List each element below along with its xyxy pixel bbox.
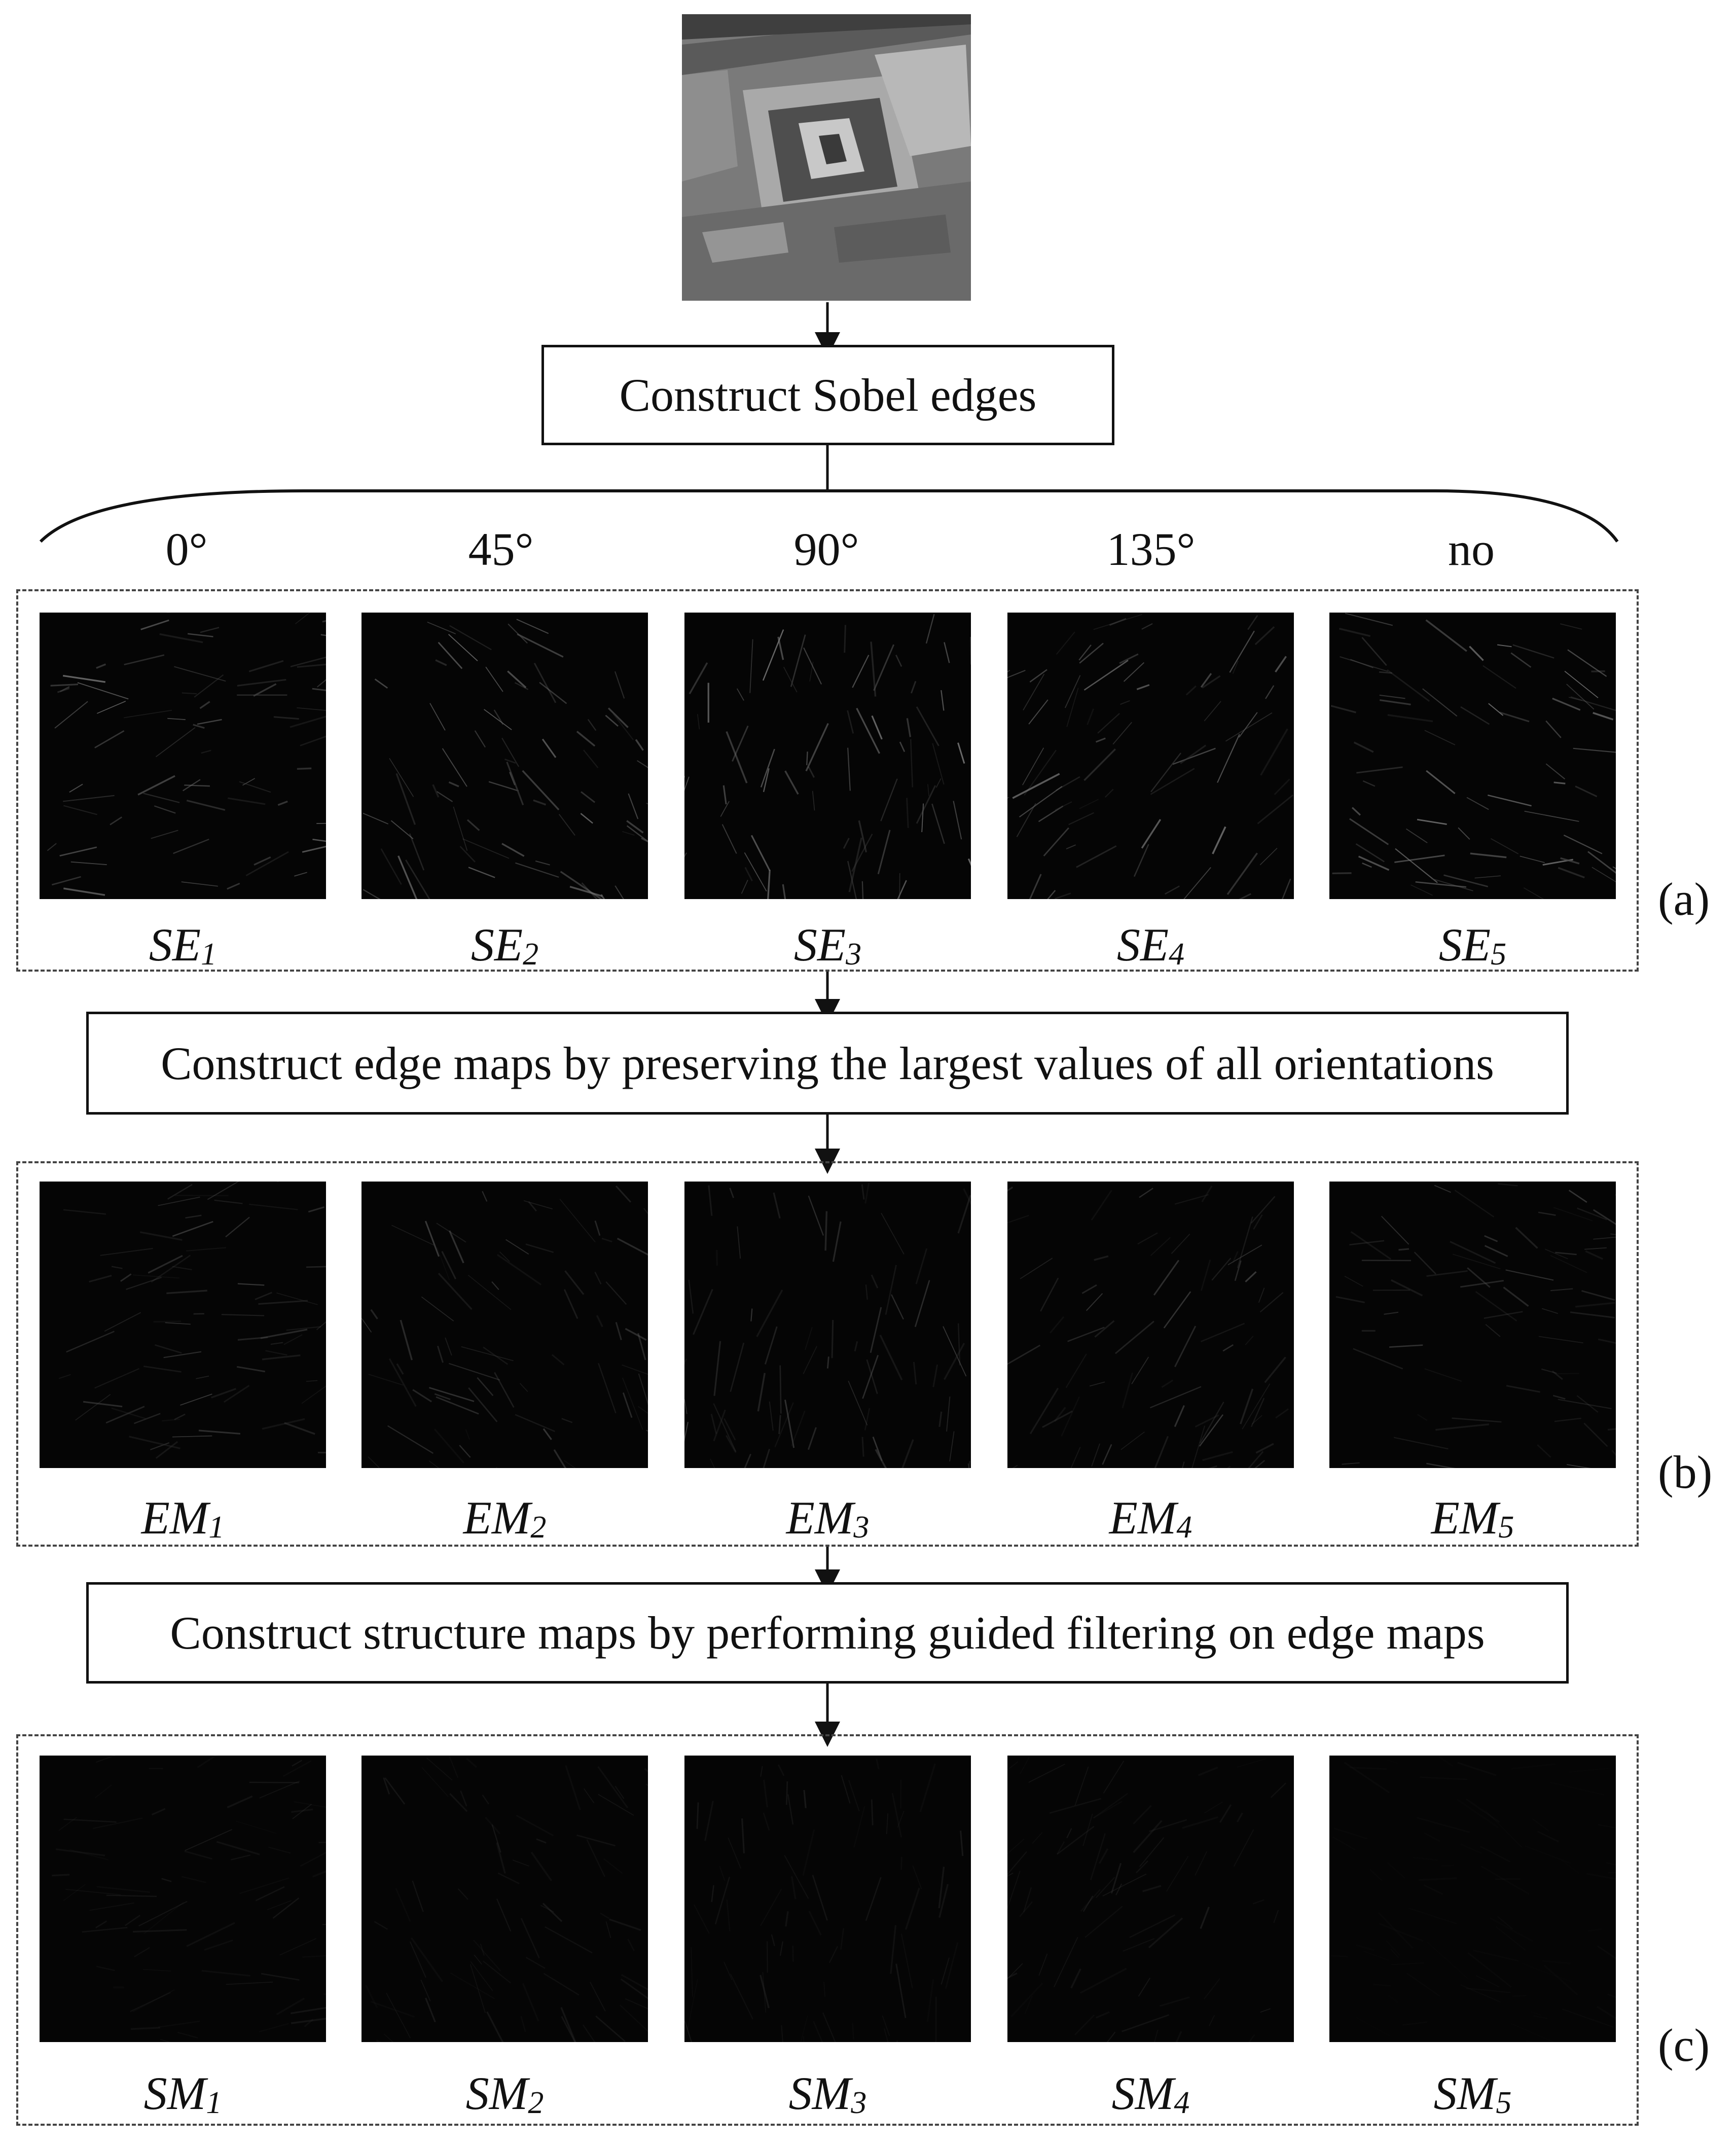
sm-1-image bbox=[40, 1756, 326, 2042]
label-subscript: 2 bbox=[528, 2086, 544, 2120]
sm-4-image bbox=[1007, 1756, 1294, 2042]
step-structure-maps-box: Construct structure maps by performing g… bbox=[86, 1582, 1569, 1684]
step-edge-maps-text: Construct edge maps by preserving the la… bbox=[161, 1037, 1494, 1089]
label-subscript: 4 bbox=[1174, 2086, 1190, 2120]
edge-strokes bbox=[1007, 614, 1293, 899]
label-prefix: SM bbox=[788, 2067, 851, 2119]
sm-2-label: SM2 bbox=[361, 2066, 648, 2121]
se-5-image bbox=[1329, 613, 1616, 899]
label-subscript: 2 bbox=[530, 1510, 547, 1545]
em-5-label: EM5 bbox=[1329, 1491, 1616, 1546]
label-prefix: SE bbox=[1116, 919, 1169, 971]
label-subscript: 4 bbox=[1169, 937, 1185, 972]
label-subscript: 1 bbox=[208, 1510, 225, 1545]
panel-a-frame bbox=[16, 589, 1639, 972]
se-1-label: SE1 bbox=[40, 918, 326, 973]
se-4-label: SE4 bbox=[1007, 918, 1294, 973]
sm-5-label: SM5 bbox=[1329, 2066, 1616, 2121]
step-structure-maps-text: Construct structure maps by performing g… bbox=[170, 1607, 1485, 1659]
sm-2-image bbox=[361, 1756, 648, 2042]
edge-strokes bbox=[1330, 1756, 1616, 2042]
em-1-label: EM1 bbox=[40, 1491, 326, 1546]
label-subscript: 5 bbox=[1498, 1510, 1514, 1545]
edge-strokes bbox=[365, 1756, 648, 2042]
em-3-image bbox=[684, 1182, 971, 1468]
label-subscript: 3 bbox=[853, 1510, 870, 1545]
orientation-label-135: 135° bbox=[1106, 523, 1196, 575]
se-1-image bbox=[40, 613, 326, 899]
em-3-label: EM3 bbox=[684, 1491, 971, 1546]
label-subscript: 3 bbox=[851, 2086, 867, 2120]
label-prefix: SE bbox=[793, 919, 846, 971]
panel-b-frame bbox=[16, 1161, 1639, 1547]
orientation-label-no: no bbox=[1448, 523, 1495, 575]
se-5-label: SE5 bbox=[1329, 918, 1616, 973]
edge-strokes bbox=[684, 1758, 964, 2042]
label-subscript: 4 bbox=[1176, 1510, 1192, 1545]
sm-1-label: SM1 bbox=[40, 2066, 326, 2121]
label-prefix: SE bbox=[149, 919, 201, 971]
em-1-image bbox=[40, 1182, 326, 1468]
se-2-label: SE2 bbox=[361, 918, 648, 973]
step-edge-maps-box: Construct edge maps by preserving the la… bbox=[86, 1012, 1569, 1115]
edge-strokes bbox=[52, 1756, 326, 2042]
edge-strokes bbox=[47, 613, 326, 896]
label-prefix: SE bbox=[471, 919, 523, 971]
sm-4-label: SM4 bbox=[1007, 2066, 1294, 2121]
se-4-image bbox=[1007, 613, 1294, 899]
edge-strokes bbox=[1335, 1183, 1616, 1468]
edge-strokes bbox=[363, 619, 648, 899]
label-prefix: EM bbox=[141, 1492, 209, 1544]
label-prefix: SM bbox=[1111, 2067, 1174, 2119]
panel-c-frame bbox=[16, 1734, 1639, 2126]
edge-strokes bbox=[361, 1185, 648, 1468]
label-prefix: EM bbox=[1431, 1492, 1499, 1544]
sm-3-label: SM3 bbox=[684, 2066, 971, 2121]
label-prefix: EM bbox=[463, 1492, 531, 1544]
source-aerial-image bbox=[682, 14, 971, 301]
sm-3-image bbox=[684, 1756, 971, 2042]
sm-5-image bbox=[1329, 1756, 1616, 2042]
se-3-image bbox=[684, 613, 971, 899]
orientation-label-45: 45° bbox=[468, 523, 534, 575]
panel-b-label: (b) bbox=[1658, 1446, 1713, 1498]
se-2-image bbox=[361, 613, 648, 899]
em-5-image bbox=[1329, 1182, 1616, 1468]
orientation-label-0: 0° bbox=[165, 523, 208, 575]
edge-strokes bbox=[684, 1182, 971, 1468]
edge-strokes bbox=[1330, 613, 1616, 899]
edge-strokes bbox=[684, 614, 971, 899]
label-prefix: EM bbox=[786, 1492, 854, 1544]
em-4-image bbox=[1007, 1182, 1294, 1468]
label-subscript: 1 bbox=[201, 937, 217, 972]
label-subscript: 5 bbox=[1496, 2086, 1512, 2120]
label-prefix: SM bbox=[1433, 2067, 1496, 2119]
step-sobel-text: Construct Sobel edges bbox=[619, 369, 1037, 421]
edge-strokes bbox=[1007, 1757, 1287, 2042]
panel-a-label: (a) bbox=[1658, 873, 1710, 925]
step-sobel-box: Construct Sobel edges bbox=[541, 345, 1114, 445]
em-4-label: EM4 bbox=[1007, 1491, 1294, 1546]
label-prefix: SE bbox=[1438, 919, 1491, 971]
se-3-label: SE3 bbox=[684, 918, 971, 973]
orientation-label-90: 90° bbox=[793, 523, 859, 575]
edge-strokes bbox=[1007, 1185, 1289, 1468]
label-prefix: SM bbox=[465, 2067, 528, 2119]
label-subscript: 5 bbox=[1491, 937, 1507, 972]
label-subscript: 1 bbox=[206, 2086, 222, 2120]
label-subscript: 2 bbox=[523, 937, 539, 972]
edge-strokes bbox=[58, 1182, 326, 1459]
em-2-image bbox=[361, 1182, 648, 1468]
panel-c-label: (c) bbox=[1658, 2019, 1710, 2071]
label-subscript: 3 bbox=[846, 937, 862, 972]
label-prefix: EM bbox=[1109, 1492, 1177, 1544]
em-2-label: EM2 bbox=[361, 1491, 648, 1546]
label-prefix: SM bbox=[143, 2067, 206, 2119]
